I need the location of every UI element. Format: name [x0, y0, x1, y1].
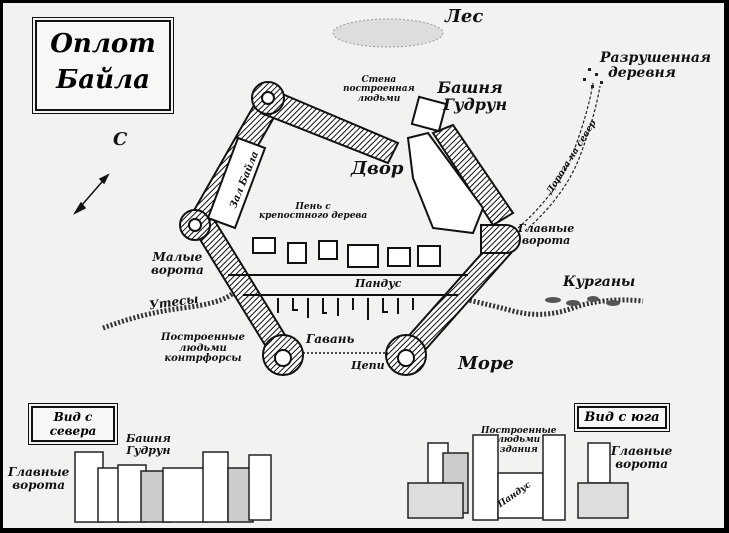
title-line-2: Байла: [56, 65, 150, 95]
road-north: [517, 82, 594, 229]
harbor-piers: [277, 298, 414, 320]
forest-area: [332, 18, 444, 48]
ruined-village-marks: [583, 68, 603, 88]
label-chains: Цепи: [351, 359, 385, 372]
cliff-line-east: [457, 295, 644, 317]
title-line-1: Оплот: [50, 29, 156, 59]
north-view-title: Вид с севера: [28, 403, 118, 445]
compass-north-label: С: [113, 129, 128, 150]
label-barrows: Курганы: [563, 274, 636, 290]
south-view-drawing: [407, 434, 629, 521]
label-ramp: Пандус: [355, 277, 402, 290]
bail-hall: [206, 136, 267, 230]
north-view-drawing: [74, 451, 272, 523]
label-harbor: Гавань: [306, 332, 355, 346]
gudrun-tower: [410, 95, 448, 133]
title-box: Оплот Байла: [32, 17, 174, 114]
label-sea: Море: [458, 353, 514, 374]
south-view-title: Вид с юга: [574, 403, 670, 432]
label-courtyard: Двор: [351, 158, 404, 179]
label-forest: Лес: [445, 6, 484, 27]
north-arrow: [73, 173, 110, 215]
south-buildings: [252, 237, 441, 268]
barrow-mounds: [545, 296, 620, 306]
map-drawing: [73, 18, 644, 523]
east-buildings: [406, 131, 485, 235]
